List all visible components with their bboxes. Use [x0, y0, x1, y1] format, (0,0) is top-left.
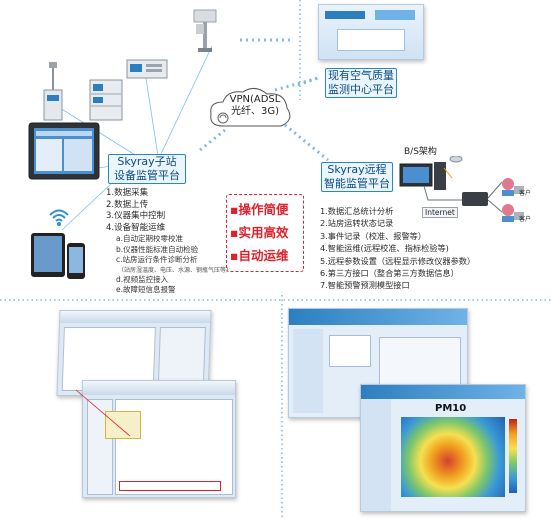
analyzer-stack-icon: [88, 78, 124, 122]
callout-frame: [226, 194, 304, 272]
substation-subfeature-e: e.故障短信息报警: [116, 285, 176, 294]
substation-feature-2: 2.数据上传: [106, 199, 149, 210]
cloud-icon: [210, 88, 291, 127]
highlight-line: [75, 389, 131, 437]
existing-platform-line2: 监测中心平台: [328, 83, 394, 96]
remote-platform-box: Skyray远程 智能监管平台: [321, 162, 393, 192]
substation-platform-box: Skyray子站 设备监管平台: [108, 154, 186, 184]
monitor-icon: [28, 122, 100, 184]
client-label-2: 客户: [519, 216, 532, 223]
remote-line1: Skyray远程: [327, 163, 387, 176]
existing-platform-line1: 现有空气质量: [328, 69, 394, 82]
vpn-label: VPN(ADSL 光纤、3G): [222, 94, 288, 118]
substation-subfeature-b: b.仪器性能标准自动检验: [116, 244, 199, 254]
tablet-icon: [30, 232, 66, 278]
remote-feature-5: 5.远程参数设置（远程显示修改仪器参数）: [320, 255, 476, 266]
analyzer-icon: [126, 56, 170, 82]
substation-feature-1: 1.数据采集: [106, 188, 149, 198]
callout-3: ▪自动运维: [230, 248, 289, 263]
substation-note: （站房湿温度、电压、水源、钢瓶气压等）: [118, 266, 233, 274]
remote-feature-7: 7.智能预警预测模型接口: [320, 280, 410, 291]
substation-subfeature-c: c.站房运行条件诊断分析: [116, 255, 198, 265]
substation-subfeature-a: a.自动定期校零校准: [116, 234, 183, 244]
vpn-label-line2: 光纤、3G): [230, 106, 279, 117]
remote-feature-list: 1.数据汇总统计分析 2.站房运转状态记录 3.事件记录（校准、报警等） 4.智…: [320, 205, 546, 292]
substation-subfeature-d: d.视频监控接入: [116, 274, 169, 284]
remote-feature-2: 2.站房运转状态记录: [320, 218, 394, 229]
server-network-diagram: [399, 156, 503, 213]
substation-feature-3: 3.仪器集中控制: [106, 211, 166, 222]
substation-software-screenshot-2: [82, 380, 236, 498]
existing-platform-box: 现有空气质量 监测中心平台: [325, 68, 397, 98]
remote-line2: 智能监管平台: [324, 177, 390, 190]
remote-feature-3: 3.事件记录（校准、报警等）: [320, 230, 427, 241]
vpn-label-line1: VPN(ADSL: [229, 94, 281, 105]
air-sampler-icon: [38, 60, 68, 124]
client-label-1: 客户: [519, 190, 532, 197]
substation-feature-4: 4.设备智能运维: [106, 222, 166, 233]
wifi-icon: [48, 206, 70, 228]
internet-label: Internet: [422, 207, 458, 218]
remote-feature-1: 1.数据汇总统计分析: [320, 206, 394, 216]
user-icon-2: [502, 204, 524, 222]
bs-label: B/S架构: [404, 147, 437, 157]
weather-sensor-icon: [190, 8, 220, 54]
pm-map-title: PM10: [435, 403, 467, 414]
remote-feature-4: 4.智能运维(远程校准、指标检验等): [320, 243, 449, 254]
callout-list: ▪操作简便 ▪实用高效 ▪自动运维: [230, 198, 288, 267]
phone-icon: [66, 242, 86, 280]
existing-platform-screenshot: [318, 4, 424, 60]
callout-1: ▪操作简便: [230, 202, 289, 217]
remote-feature-6: 6.第三方接口（整合第三方数据信息）: [320, 268, 459, 279]
remote-software-screenshot-2: PM10: [360, 384, 526, 512]
substation-line2: 设备监管平台: [114, 169, 180, 182]
substation-feature-list: 1.数据采集 2.数据上传 3.仪器集中控制 4.设备智能运维 a.自动定期校零…: [106, 188, 233, 295]
substation-line1: Skyray子站: [117, 155, 177, 168]
user-icon: [502, 178, 524, 196]
callout-2: ▪实用高效: [230, 225, 289, 240]
